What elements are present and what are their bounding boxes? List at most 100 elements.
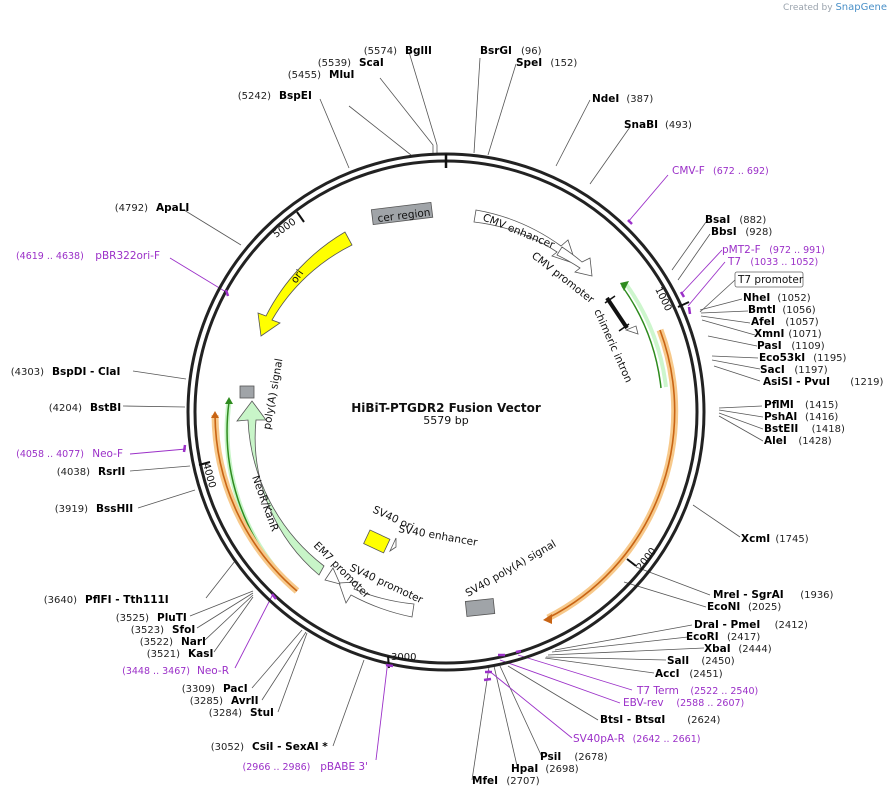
enzyme-site-name[interactable]: PsiI [540, 751, 561, 763]
enzyme-site-name[interactable]: BglII [405, 45, 432, 57]
enzyme-site-name[interactable]: EcoRI [686, 631, 719, 643]
enzyme-site-name[interactable]: BssHII [96, 503, 133, 515]
enzyme-site-name[interactable]: PshAI [764, 411, 797, 423]
enzyme-site-name[interactable]: SacI [760, 364, 785, 376]
enzyme-site-name[interactable]: SnaBI [624, 119, 658, 131]
enzyme-site-name[interactable]: BbsI [711, 226, 737, 238]
enzyme-site-name[interactable]: PluTI [157, 612, 187, 624]
enzyme-site-name[interactable]: DraI - PmeI [694, 619, 760, 631]
polya-signal-box [239, 385, 255, 399]
enzyme-site-position: (2450) [701, 656, 734, 667]
enzyme-site-name[interactable]: PflFI - Tth111I [85, 594, 169, 606]
enzyme-site-position: (1052) [777, 293, 810, 304]
primer-name[interactable]: pBR322ori-F [95, 250, 160, 262]
primer-name[interactable]: CMV-F [672, 165, 705, 177]
enzyme-site-name[interactable]: PflMI [764, 399, 794, 411]
enzyme-site-name[interactable]: BstBI [90, 402, 121, 414]
enzyme-site-name[interactable]: AvrII [231, 695, 259, 707]
enzyme-site-position: (3640) [44, 595, 77, 606]
enzyme-site-name[interactable]: SalI [667, 655, 689, 667]
enzyme-site-name[interactable]: BstEII [764, 423, 798, 435]
primer-name[interactable]: pBABE 3' [320, 761, 368, 773]
enzyme-site-name[interactable]: HpaI [511, 763, 538, 775]
enzyme-site-name[interactable]: XcmI [741, 533, 770, 545]
enzyme-site-name[interactable]: BspEI [279, 90, 312, 102]
enzyme-site-position: (3522) [140, 637, 173, 648]
enzyme-site-name[interactable]: MluI [329, 69, 354, 81]
enzyme-site-position: (387) [626, 94, 653, 105]
enzyme-site-name[interactable]: SpeI [516, 57, 542, 69]
enzyme-site-position: (5539) [318, 58, 351, 69]
enzyme-site-name[interactable]: MfeI [472, 775, 498, 787]
enzyme-site-position: (2624) [687, 715, 720, 726]
enzyme-site-name[interactable]: AfeI [751, 316, 775, 328]
enzyme-site-position: (3309) [182, 684, 215, 695]
primer-name[interactable]: T7 [727, 256, 741, 268]
primer-name[interactable]: EBV-rev [623, 697, 664, 709]
enzyme-site-position: (2698) [545, 764, 578, 775]
primer-range: (2522 .. 2540) [690, 686, 758, 697]
snapgene-logo-text: SnapGene [835, 2, 887, 13]
enzyme-site-position: (3525) [116, 613, 149, 624]
enzyme-site-position: (5242) [238, 91, 271, 102]
enzyme-site-name[interactable]: AccI [655, 668, 679, 680]
enzyme-site-position: (3285) [190, 696, 223, 707]
enzyme-site-position: (2025) [748, 602, 781, 613]
enzyme-site-name[interactable]: NheI [743, 292, 770, 304]
primer-name[interactable]: SV40pA-R [573, 733, 625, 745]
enzyme-site-name[interactable]: AleI [764, 435, 787, 447]
enzyme-site-name[interactable]: ApaLI [156, 202, 189, 214]
enzyme-site-name[interactable]: CsiI - SexAI * [252, 741, 328, 753]
enzyme-site-position: (5455) [288, 70, 321, 81]
enzyme-site-name[interactable]: BtsI - BtsαI [600, 714, 665, 726]
enzyme-site-position: (1219) [850, 377, 883, 388]
enzyme-site-position: (3523) [131, 625, 164, 636]
primer-range: (972 .. 991) [769, 245, 825, 256]
enzyme-site-name[interactable]: StuI [250, 707, 274, 719]
sv40-enhancer-label: SV40 enhancer [397, 523, 478, 549]
primer-name[interactable]: Neo-F [92, 448, 123, 460]
enzyme-site-name[interactable]: RsrII [98, 466, 125, 478]
enzyme-site-name[interactable]: XmnI [754, 328, 784, 340]
primer-range: (2642 .. 2661) [633, 734, 701, 745]
cer-region-box [370, 201, 434, 226]
enzyme-site-position: (928) [745, 227, 772, 238]
tick-label-2000: 2000 [635, 546, 659, 573]
primer-range: (3448 .. 3467) [122, 666, 190, 677]
enzyme-site-name[interactable]: KasI [188, 648, 213, 660]
plasmid-size: 5579 bp [423, 414, 468, 427]
enzyme-site-name[interactable]: AsiSI - PvuI [763, 376, 830, 388]
primer-name[interactable]: pMT2-F [722, 244, 761, 256]
enzyme-site-name[interactable]: BsaI [705, 214, 730, 226]
t7-promoter-box [734, 271, 804, 288]
ori-arrow [257, 231, 353, 337]
enzyme-site-position: (1057) [785, 317, 818, 328]
enzyme-site-name[interactable]: XbaI [704, 643, 731, 655]
sv40-promoter-arrow [338, 581, 415, 618]
orf-orange-right [547, 329, 676, 619]
enzyme-site-name[interactable]: PacI [223, 683, 248, 695]
enzyme-site-name[interactable]: ScaI [359, 57, 384, 69]
sv40-ori-box [363, 529, 391, 554]
enzyme-site-position: (1418) [812, 424, 845, 435]
chimeric-intron-bar [605, 296, 629, 330]
primer-name[interactable]: T7 Term [636, 685, 679, 697]
chimeric-intron-label: chimeric intron [591, 307, 634, 384]
enzyme-site-name[interactable]: BmtI [748, 304, 776, 316]
enzyme-site-name[interactable]: PasI [757, 340, 782, 352]
primer-range: (2588 .. 2607) [676, 698, 744, 709]
enzyme-site-name[interactable]: BspDI - ClaI [52, 366, 120, 378]
enzyme-site-position: (4792) [115, 203, 148, 214]
enzyme-site-name[interactable]: SfoI [172, 624, 195, 636]
orf-green-right [621, 285, 662, 389]
enzyme-site-name[interactable]: Eco53kI [759, 352, 805, 364]
enzyme-site-name[interactable]: NarI [181, 636, 206, 648]
snapgene-credit: Created by SnapGene [783, 2, 887, 13]
enzyme-site-name[interactable]: EcoNI [707, 601, 740, 613]
primer-name[interactable]: Neo-R [197, 665, 229, 677]
enzyme-site-name[interactable]: BsrGI [480, 45, 512, 57]
enzyme-site-position: (1428) [798, 436, 831, 447]
enzyme-site-name[interactable]: MreI - SgrAI [713, 589, 784, 601]
enzyme-site-position: (3919) [55, 504, 88, 515]
enzyme-site-name[interactable]: NdeI [592, 93, 619, 105]
